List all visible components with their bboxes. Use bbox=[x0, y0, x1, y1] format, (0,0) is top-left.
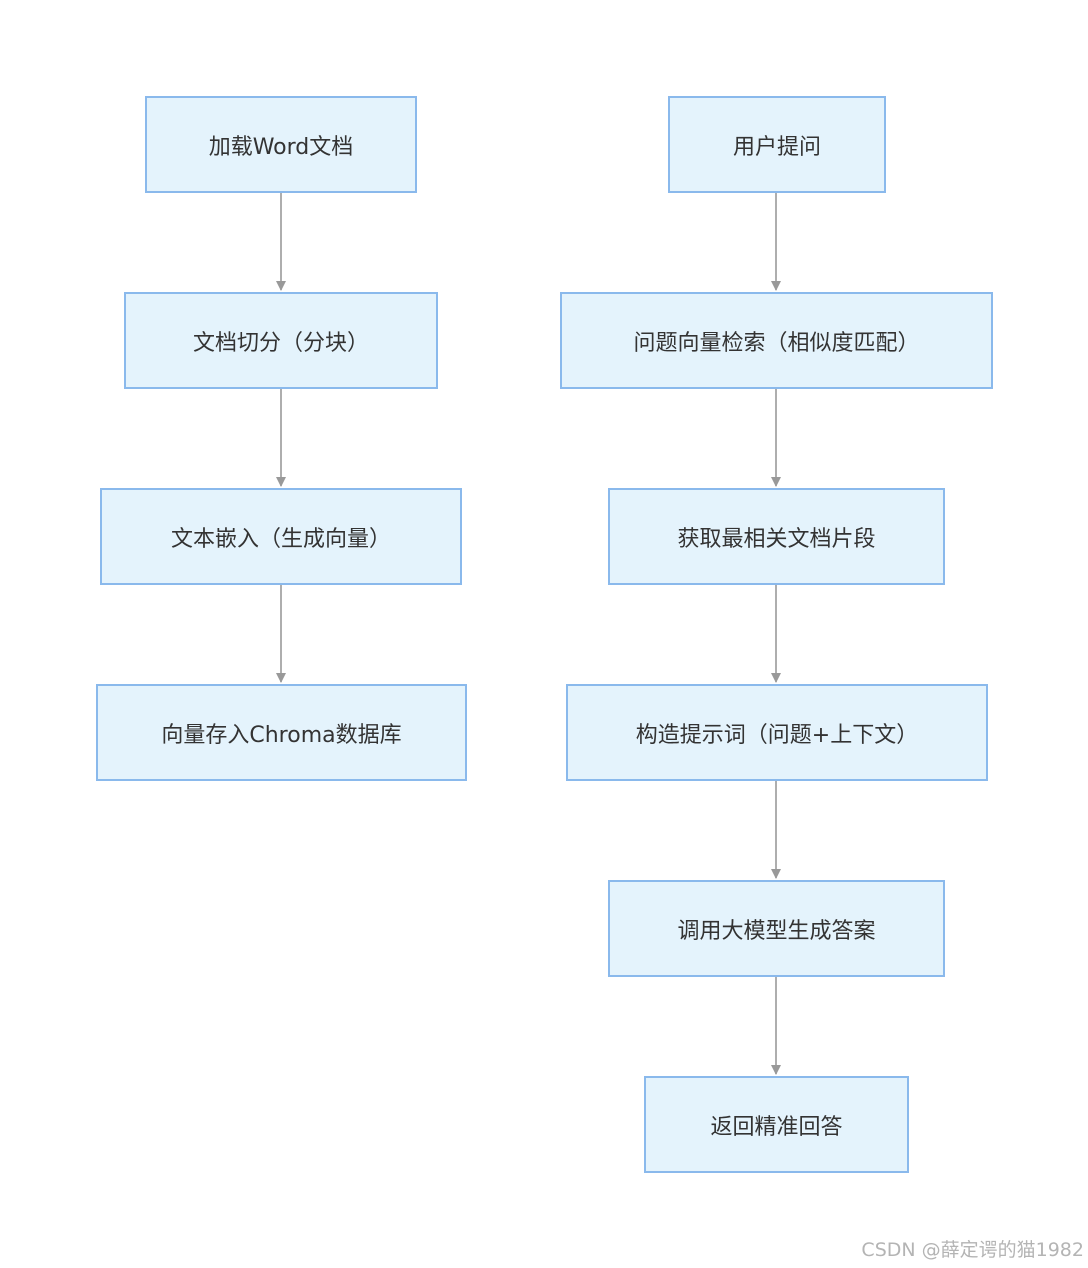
watermark: CSDN @薛定谔的猫1982 bbox=[861, 1239, 1084, 1261]
node-store-chroma: 向量存入Chroma数据库 bbox=[96, 684, 467, 781]
node-text-embedding: 文本嵌入（生成向量） bbox=[100, 488, 462, 585]
node-return-answer: 返回精准回答 bbox=[644, 1076, 909, 1173]
node-label: 文档切分（分块） bbox=[192, 330, 369, 356]
node-get-relevant-chunks: 获取最相关文档片段 bbox=[608, 488, 945, 585]
node-doc-split: 文档切分（分块） bbox=[124, 292, 438, 389]
node-label: 文本嵌入（生成向量） bbox=[170, 526, 391, 552]
node-label: 调用大模型生成答案 bbox=[677, 918, 876, 944]
node-label: 用户提问 bbox=[732, 134, 821, 160]
node-label: 加载Word文档 bbox=[208, 134, 354, 160]
node-label: 问题向量检索（相似度匹配） bbox=[633, 330, 920, 356]
node-call-llm: 调用大模型生成答案 bbox=[608, 880, 945, 977]
node-load-word-doc: 加载Word文档 bbox=[145, 96, 417, 193]
node-label: 构造提示词（问题+上下文） bbox=[635, 722, 919, 748]
node-label: 获取最相关文档片段 bbox=[677, 526, 876, 552]
node-vector-search: 问题向量检索（相似度匹配） bbox=[560, 292, 993, 389]
node-label: 返回精准回答 bbox=[710, 1114, 843, 1140]
node-build-prompt: 构造提示词（问题+上下文） bbox=[566, 684, 988, 781]
node-user-question: 用户提问 bbox=[668, 96, 886, 193]
node-label: 向量存入Chroma数据库 bbox=[161, 722, 402, 748]
